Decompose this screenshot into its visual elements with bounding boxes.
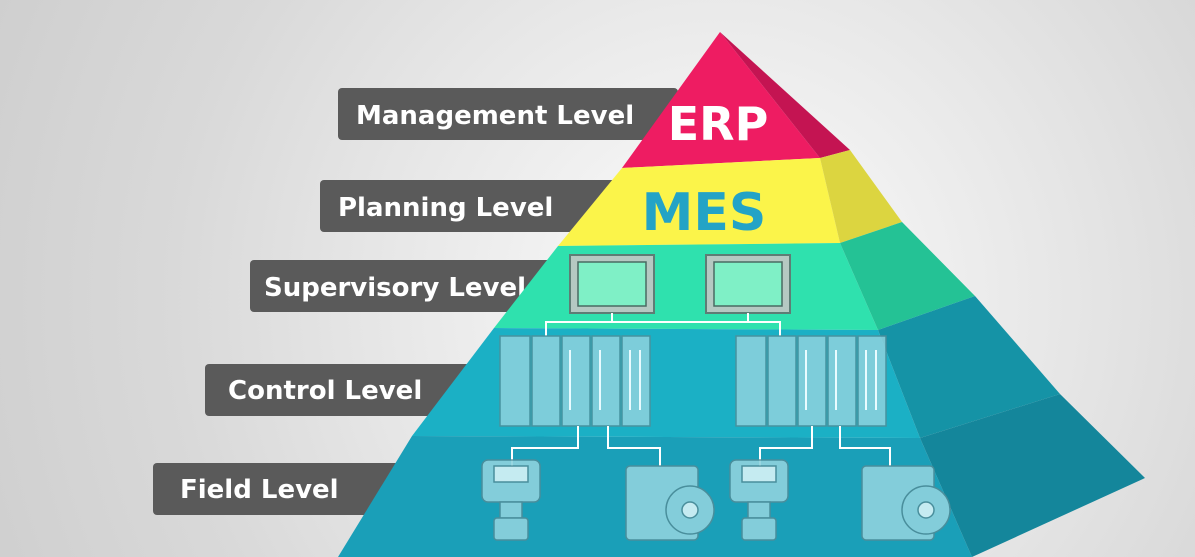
tier-erp-front: [622, 32, 820, 168]
hmi-panel-icon: [705, 254, 791, 314]
level-label-planning: Planning Level: [320, 180, 620, 232]
plc-rack-icon: [735, 335, 887, 427]
motor-icon: [625, 465, 715, 541]
tier-control-side: [878, 296, 1060, 438]
label-management-text: Management Level: [356, 101, 634, 131]
label-supervisory-text: Supervisory Level: [264, 273, 526, 303]
tier-erp-side: [720, 32, 850, 158]
level-label-control: Control Level: [205, 364, 485, 416]
field-network-lines: [511, 426, 891, 466]
transmitter-icon: [481, 459, 541, 541]
tier-mes-text: MES: [642, 183, 767, 243]
label-control-text: Control Level: [228, 376, 422, 406]
label-planning-text: Planning Level: [338, 193, 553, 223]
plc-rack-icon: [499, 335, 651, 427]
level-label-supervisory: Supervisory Level: [250, 260, 560, 312]
tier-supervisory-front: [494, 243, 878, 330]
tier-mes-front: [558, 158, 840, 246]
tier-mes-side: [820, 150, 902, 243]
level-label-management: Management Level: [338, 88, 678, 140]
transmitter-icon: [729, 459, 789, 541]
tier-supervisory-side: [840, 222, 975, 330]
hmi-panel-icon: [569, 254, 655, 314]
label-field-text: Field Level: [180, 475, 339, 505]
network-lines: [545, 313, 781, 336]
level-label-field: Field Level: [153, 463, 403, 515]
plc-rack-details: [569, 350, 877, 410]
tier-erp-text: ERP: [668, 97, 769, 151]
motor-icon: [861, 465, 951, 541]
tier-field-side: [920, 394, 1145, 557]
